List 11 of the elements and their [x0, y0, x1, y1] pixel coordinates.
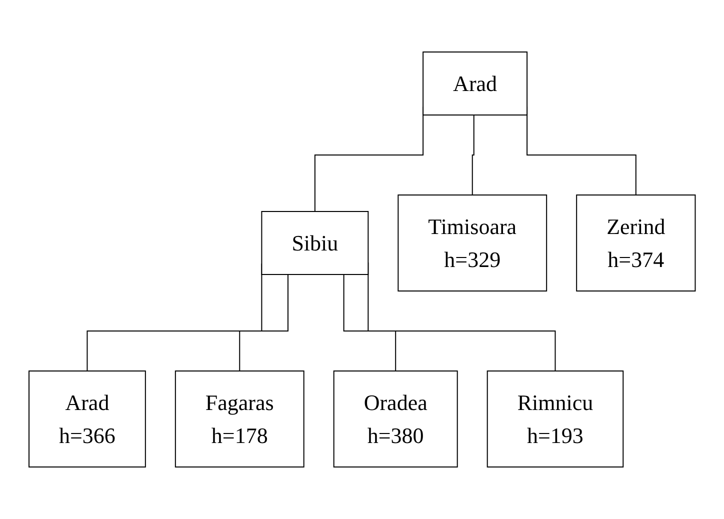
connector [472, 114, 474, 196]
connector [343, 274, 396, 372]
connector [239, 274, 288, 372]
node-box: Sibiu [261, 211, 369, 275]
node-box: Arad h=366 [28, 370, 146, 468]
node-box: Fagaras h=178 [174, 370, 304, 468]
node-box: Oradea h=380 [333, 370, 458, 468]
node-box: Arad [422, 52, 528, 116]
node-box: Zerind h=374 [576, 194, 696, 292]
node-box: Timisoara h=329 [398, 194, 547, 292]
node-box: Rimnicu h=193 [486, 370, 624, 468]
